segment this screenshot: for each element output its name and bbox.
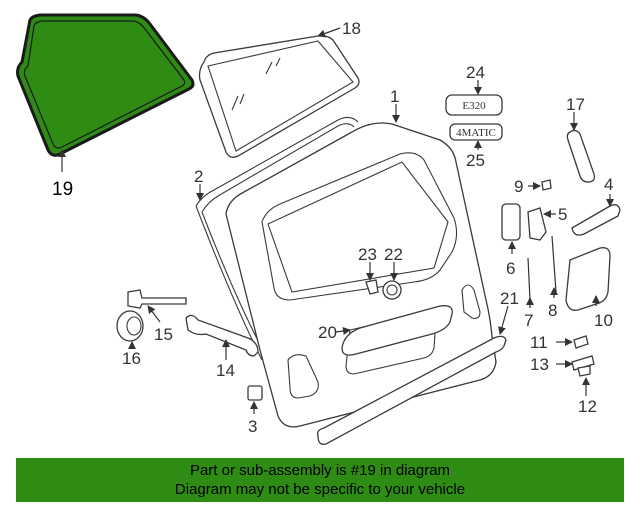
glass-18-reflection-b: [239, 93, 245, 105]
part-13-clip[interactable]: [571, 355, 595, 371]
callout-23[interactable]: 23: [358, 245, 377, 264]
part-3-pad[interactable]: [247, 385, 263, 401]
liftgate-window-opening: [261, 152, 458, 301]
glass-18-reflection-c: [265, 61, 273, 75]
callout-9[interactable]: 9: [514, 177, 523, 196]
hinge-14-shape: [185, 314, 259, 357]
actuator-10-shape: [565, 247, 611, 311]
part-11-clip[interactable]: [573, 335, 589, 349]
badge-24-frame: [445, 94, 503, 116]
callout-25[interactable]: 25: [466, 151, 485, 170]
part-18-glass[interactable]: [198, 35, 360, 158]
glass-18-inner: [207, 40, 354, 152]
part-16-bump-stop[interactable]: [116, 310, 144, 342]
part-14-hinge[interactable]: [185, 314, 259, 357]
part-6-housing[interactable]: [501, 203, 521, 241]
glass-18-reflection-d: [275, 57, 281, 67]
callout-2[interactable]: 2: [194, 167, 203, 186]
callout-4[interactable]: 4: [604, 175, 613, 194]
callout-labels: 19 18 24 25 17 1 2 9 4 5 23 22 6 7 8 10 …: [52, 19, 613, 436]
rod-8-shape: [551, 235, 557, 293]
leader-18: [317, 27, 341, 38]
seal-2-inner: [201, 123, 355, 213]
glass-19-inner: [23, 20, 186, 149]
rod-7-shape: [527, 257, 531, 301]
callout-1[interactable]: 1: [390, 87, 399, 106]
callout-6[interactable]: 6: [506, 259, 515, 278]
callout-14[interactable]: 14: [216, 361, 235, 380]
callout-10[interactable]: 10: [594, 311, 613, 330]
info-banner: Part or sub-assembly is #19 in diagram D…: [16, 458, 624, 502]
part-7-rod[interactable]: [527, 257, 531, 301]
callout-3[interactable]: 3: [248, 417, 257, 436]
part-8-rod[interactable]: [551, 235, 557, 293]
part-19-rear-glass[interactable]: [16, 13, 195, 157]
callout-21[interactable]: 21: [500, 289, 519, 308]
callout-18[interactable]: 18: [342, 19, 361, 38]
bump-stop-16-shape: [116, 310, 144, 342]
part-15-strut[interactable]: [127, 289, 187, 309]
liftgate-tail-light-right: [461, 284, 481, 319]
callout-19[interactable]: 19: [52, 179, 73, 200]
bumper-strip-shape: [316, 335, 507, 445]
part-21-bumper-strip[interactable]: [316, 335, 507, 445]
part-5-latch[interactable]: [527, 207, 547, 241]
callout-5[interactable]: 5: [558, 205, 567, 224]
banner-line-1: Part or sub-assembly is #19 in diagram: [189, 462, 451, 479]
glass-19-outer: [16, 13, 195, 157]
callout-22[interactable]: 22: [384, 245, 403, 264]
star-emblem-inner: [386, 284, 398, 296]
part-1-liftgate[interactable]: [225, 122, 497, 428]
part-17-strip[interactable]: [566, 129, 596, 183]
strip-17-shape: [566, 129, 596, 183]
clip-11-shape: [573, 335, 589, 349]
leader-lines: [58, 27, 614, 414]
pin-9-shape: [541, 179, 552, 191]
liftgate-tail-light-left: [287, 354, 319, 399]
callout-15[interactable]: 15: [154, 325, 173, 344]
leader-20: [335, 327, 351, 335]
callout-13[interactable]: 13: [530, 355, 549, 374]
part-25-drive-badge[interactable]: 4MATIC: [449, 123, 503, 141]
housing-6-shape: [501, 203, 521, 241]
part-20-handle-trim[interactable]: [341, 305, 453, 356]
callout-24[interactable]: 24: [466, 63, 485, 82]
callout-12[interactable]: 12: [578, 397, 597, 416]
leader-15: [147, 305, 161, 323]
part-12-clip[interactable]: [577, 365, 591, 377]
badge-25-text: 4MATIC: [456, 127, 496, 139]
liftgate-body: [225, 122, 497, 428]
glass-18-outer: [198, 35, 360, 158]
callout-11[interactable]: 11: [530, 333, 548, 352]
badge-24-text: E320: [462, 100, 486, 112]
callout-17[interactable]: 17: [566, 95, 585, 114]
part-4-striker[interactable]: [571, 204, 621, 236]
leader-21: [498, 305, 509, 335]
strut-15-shape: [127, 289, 187, 309]
liftgate-window-inner: [267, 161, 449, 293]
striker-4-shape: [571, 204, 621, 236]
bump-stop-16-inner: [126, 316, 142, 336]
callout-8[interactable]: 8: [548, 301, 557, 320]
clip-12-shape: [577, 365, 591, 377]
handle-trim-shape: [341, 305, 453, 356]
pad-3-shape: [247, 385, 263, 401]
clip-13-shape: [571, 355, 595, 371]
callout-20[interactable]: 20: [318, 323, 337, 342]
star-emblem-outer: [382, 280, 402, 300]
part-9-pin[interactable]: [541, 179, 552, 191]
part-22-star-emblem[interactable]: [382, 280, 402, 300]
latch-5-shape: [527, 207, 547, 241]
callout-7[interactable]: 7: [524, 311, 533, 330]
glass-18-reflection-a: [231, 95, 239, 111]
part-10-actuator[interactable]: [565, 247, 611, 311]
banner-line-2: Diagram may not be specific to your vehi…: [174, 481, 466, 498]
part-24-model-badge[interactable]: E320: [445, 94, 503, 116]
callout-16[interactable]: 16: [122, 349, 141, 368]
